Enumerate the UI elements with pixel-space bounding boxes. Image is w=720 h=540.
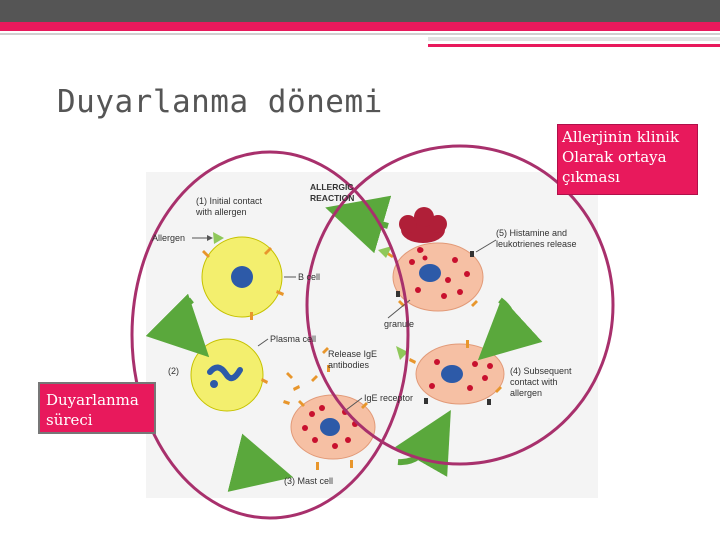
clinical-callout-line-3: çıkması — [562, 168, 620, 186]
label-mast-cell: (3) Mast cell — [284, 476, 333, 486]
clinical-ring — [305, 144, 615, 466]
sensitization-callout: Duyarlanma süreci — [38, 382, 156, 434]
top-stripe-pink — [428, 44, 720, 47]
sensitization-ring — [130, 150, 410, 520]
allergen-bcell — [213, 232, 224, 244]
sensitization-callout-line-2: süreci — [46, 411, 93, 429]
top-accent-bar — [0, 22, 720, 31]
label-allergen: Allergen — [152, 233, 185, 243]
top-bar — [0, 0, 720, 22]
b-cell — [201, 236, 284, 320]
release-cloud — [399, 207, 447, 261]
label-ige-receptor: IgE receptor — [364, 393, 413, 403]
slide-title: Duyarlanma dönemi — [57, 84, 383, 120]
clinical-callout: Allerjinin klinik Olarak ortaya çıkması — [557, 124, 698, 195]
top-divider — [0, 33, 720, 35]
allergen-mast-mid — [396, 346, 408, 360]
label-plasma-cell: Plasma cell — [270, 334, 316, 344]
clinical-callout-line-1: Allerjinin klinik — [562, 128, 680, 146]
sensitization-callout-line-1: Duyarlanma — [46, 391, 139, 409]
label-b-cell: B cell — [298, 272, 320, 282]
plasma-cell — [190, 338, 264, 412]
mast-cell-top — [386, 242, 484, 312]
top-stripe-gray — [428, 37, 720, 41]
clinical-callout-line-2: Olarak ortaya — [562, 148, 667, 166]
label-step-2: (2) — [168, 366, 179, 376]
ige-antibodies — [261, 347, 330, 405]
label-granule: granule — [384, 319, 414, 329]
